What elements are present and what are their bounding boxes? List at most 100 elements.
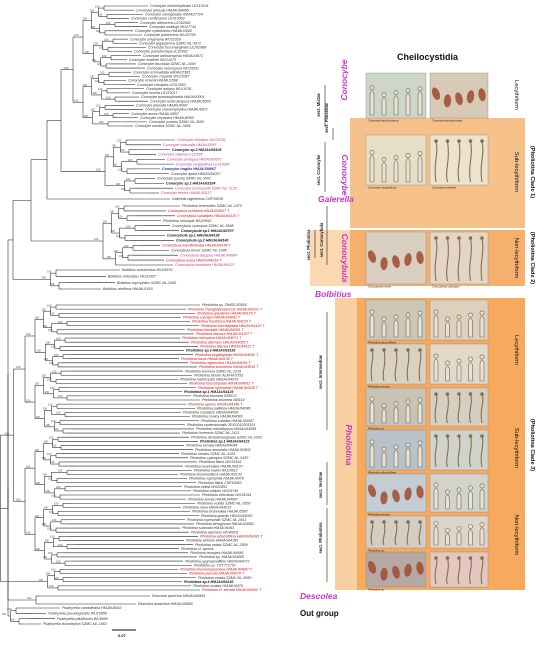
taxon-label: Pholiotina aberrans HMJAU64055 T bbox=[191, 340, 249, 344]
taxon-label: Conocybe subovalis HMJAU2097 bbox=[163, 143, 218, 147]
clade-3-label: (Pholiotina Clade 3) bbox=[529, 419, 535, 471]
taxon-label: Galerella nigeriensis CNF15836 bbox=[172, 197, 223, 201]
shape-c3-sublecythiform: Sub-lecythiform bbox=[513, 428, 519, 468]
support-value: 100 bbox=[26, 464, 31, 468]
micrograph-panel: Conocybe pseudocrispa bbox=[429, 72, 489, 123]
support-value: 100 bbox=[49, 510, 54, 514]
taxon-label: Conocybe pseudopilosella HMJAU0001 bbox=[141, 95, 204, 99]
support-value: 100 bbox=[48, 402, 53, 406]
taxon-label: Pholiotina teneroides SZMC-NL-1970 bbox=[182, 204, 242, 208]
taxon-label: Bolbitius coprophilus SZMC-NL-2640 bbox=[117, 281, 176, 285]
taxon-label: Conocybe aurea HMJAU4957 bbox=[131, 112, 180, 116]
support-value: 100 bbox=[47, 452, 52, 456]
taxon-label: Pholiotina hydrophila HMJAU64038 T bbox=[198, 386, 259, 390]
support-value: 100 bbox=[47, 269, 52, 273]
shape-c2-nonlecythiform: Non-lecythiform bbox=[513, 238, 519, 279]
taxon-label: Pholiotina exannulata HMJAU64107 bbox=[185, 464, 244, 468]
micrograph-caption: Conocybe lenticulospora bbox=[368, 119, 399, 123]
taxon-label: Pholiotina gracilenta HMJAU64126 T bbox=[197, 311, 257, 315]
taxon-label: Pholiotina filaris CNF15983 bbox=[198, 481, 242, 485]
taxon-label: Pholiotina vestita SZMC-NL-8950 bbox=[198, 576, 251, 580]
phylogenetic-tree: Conocybe olivaceopileata LE313106Conocyb… bbox=[0, 4, 265, 626]
support-value: 100 bbox=[116, 182, 121, 186]
support-value: 100 bbox=[56, 485, 61, 489]
taxon-label: Conocybe crispella WU27087 bbox=[142, 75, 190, 79]
support-value: 100 bbox=[100, 70, 105, 74]
support-value: 100 bbox=[96, 168, 101, 172]
support-value: 100 bbox=[54, 576, 59, 580]
genus-conocybe-2: Conocybe bbox=[340, 154, 350, 195]
support-value: 100 bbox=[46, 489, 51, 493]
taxon-label: Descolea quercina HMJAU64904 bbox=[152, 594, 205, 598]
taxon-label: Pholiotina filaris WU33444 bbox=[199, 460, 241, 464]
taxon-label: Pholiotina brevistipitata HMJAU64120 T bbox=[201, 324, 265, 328]
taxon-label: Pholiotina tiliacea HMJAU64152 T bbox=[200, 345, 255, 349]
support-value: 100 bbox=[102, 54, 107, 58]
taxon-label: Pholiotina arrhenii HMJAU64180 bbox=[186, 539, 238, 543]
taxon-label: Pholiotina nana HMJAU64013 bbox=[183, 506, 231, 510]
support-value: 100 bbox=[49, 435, 54, 439]
section-intermediae: sect. Intermediae bbox=[318, 354, 323, 389]
support-value: 100 bbox=[64, 66, 69, 70]
micrograph-panel: Pholiotina albocollifera bbox=[365, 429, 427, 475]
support-value: 100 bbox=[91, 25, 96, 29]
taxon-label: Conocybe enderlei WU21073 bbox=[129, 58, 176, 62]
micrograph-panel: Pholiotina sp. bbox=[365, 387, 427, 431]
support-value: 100 bbox=[119, 254, 124, 258]
micrograph-panel bbox=[429, 429, 489, 471]
taxon-label: Pholiotina subalba HMJAU64097 bbox=[201, 419, 255, 423]
taxon-label: Conocybe sp.2 HMJAU66108 bbox=[172, 148, 221, 152]
taxon-label: Pholiotina albocollifera HMJAU64081 T bbox=[200, 535, 263, 539]
support-value: 100 bbox=[58, 320, 63, 324]
taxon-label: Pholiotina obscura HMJAU64107 T bbox=[196, 332, 253, 336]
taxon-label: Pholiotina oculata HMJAU6478 bbox=[193, 584, 243, 588]
taxon-label: Pholiotina sp. TOT771767 bbox=[194, 563, 237, 567]
support-value: 100 bbox=[43, 324, 48, 328]
genus-galerella: Galerella bbox=[318, 194, 354, 204]
support-value: 100 bbox=[54, 502, 59, 506]
support-value: 100 bbox=[99, 120, 104, 124]
section-conocybula: sect. Conocybula bbox=[319, 222, 324, 257]
support-value: 100 bbox=[26, 398, 31, 402]
support-value: 100 bbox=[48, 328, 53, 332]
support-value: 100 bbox=[35, 316, 40, 320]
micrograph-panel: Pholiotina serrata bbox=[365, 343, 427, 389]
band-conocybula-left bbox=[310, 230, 350, 286]
taxon-label: Conocybe mesospora WU25591 bbox=[147, 66, 199, 70]
genus-pholiotina: Pholiotina bbox=[344, 424, 354, 465]
support-value: 100 bbox=[112, 143, 117, 147]
taxon-label: Conocybula sp.2 HMJAU64140 bbox=[176, 239, 229, 243]
taxon-label: Pholiotina coprophila SZMC-NL-3511 bbox=[187, 518, 246, 522]
support-value: 100 bbox=[90, 8, 95, 12]
support-value: 100 bbox=[74, 33, 79, 37]
support-value: 100 bbox=[121, 187, 126, 191]
band-pholiotina-left bbox=[335, 298, 357, 590]
section-brackets bbox=[314, 85, 334, 582]
taxon-label: Pholiotina aberrans WU45011 bbox=[191, 530, 239, 534]
taxon-label: Pholiotina aporos HMJAU64148 T bbox=[188, 402, 243, 406]
micrograph-panel: Conocybula cyanopus bbox=[429, 231, 489, 289]
support-value: 100 bbox=[43, 473, 48, 477]
support-value: 100 bbox=[104, 37, 109, 41]
support-value: 100 bbox=[56, 336, 61, 340]
support-value: 100 bbox=[16, 497, 21, 501]
support-value: 100 bbox=[128, 158, 133, 162]
taxon-label: Conocybe semiglobata HMJAU7724 bbox=[145, 12, 203, 16]
support-value: 100 bbox=[83, 83, 88, 87]
taxon-label: Pholiotina changbaishanensis HMJAU64101 … bbox=[188, 307, 263, 311]
micrograph-caption: Pholiotina sp. bbox=[368, 588, 385, 592]
taxon-label: Pholiotina parvula HMJAU64070 T bbox=[189, 572, 245, 576]
support-value: 100 bbox=[56, 411, 61, 415]
taxon-label: Pholiotina aeruginosa HMJAU64082 bbox=[196, 522, 254, 526]
taxon-label: Pholiotina pallidula HMJAU64086 bbox=[197, 406, 250, 410]
scale-bar-label: 0.07 bbox=[118, 633, 127, 638]
support-value: 100 bbox=[35, 514, 40, 518]
support-value: 100 bbox=[85, 50, 90, 54]
taxon-label: Conocybe ambigua HMJAU63001 bbox=[167, 157, 221, 161]
taxon-label: Bolbitius reticulatus WU23357 bbox=[108, 275, 157, 279]
support-value: 100 bbox=[126, 224, 131, 228]
support-value: 100 bbox=[93, 91, 98, 95]
micrograph-panel bbox=[429, 551, 489, 588]
support-value: 100 bbox=[98, 13, 103, 17]
taxon-label: Conocybula rhodothea HMJAU64022 bbox=[175, 263, 235, 267]
